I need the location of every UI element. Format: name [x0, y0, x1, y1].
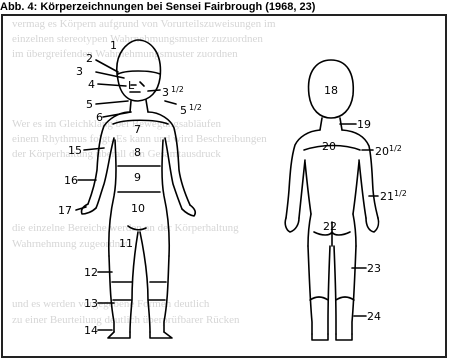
label-18: 18 [324, 84, 338, 97]
label-2: 2 [86, 52, 93, 65]
label-15: 15 [68, 144, 82, 157]
label-21-half-number: 21 [380, 190, 394, 203]
label-6: 6 [96, 111, 103, 124]
label-24: 24 [367, 310, 381, 323]
label-3-half-number: 3 [162, 86, 169, 99]
label-5: 5 [86, 98, 93, 111]
back-body-figure [285, 60, 378, 340]
label-13: 13 [84, 297, 98, 310]
label-22: 22 [323, 220, 337, 233]
label-9: 9 [134, 171, 141, 184]
label-21-half-fraction: 1/2 [394, 189, 407, 198]
label-20-half-fraction: 1/2 [389, 144, 402, 153]
label-12: 12 [84, 266, 98, 279]
label-16: 16 [64, 174, 78, 187]
label-10: 10 [131, 202, 145, 215]
label-8: 8 [134, 146, 141, 159]
label-3: 3 [76, 65, 83, 78]
label-4: 4 [88, 78, 95, 91]
label-3-half-fraction: 1/2 [171, 85, 184, 94]
label-14: 14 [84, 324, 98, 337]
label-5-half-number: 5 [180, 104, 187, 117]
label-19: 19 [357, 118, 371, 131]
label-17: 17 [58, 204, 72, 217]
label-20-half-number: 20 [375, 145, 389, 158]
label-1: 1 [110, 39, 117, 52]
label-5-half-fraction: 1/2 [189, 103, 202, 112]
label-11: 11 [119, 237, 133, 250]
label-l: L [128, 79, 135, 92]
label-23: 23 [367, 262, 381, 275]
label-7: 7 [134, 123, 141, 136]
front-labels: 1 2 3 4 L 5 6 3 1/2 5 1/2 7 8 9 10 11 12… [58, 39, 202, 337]
label-20: 20 [322, 140, 336, 153]
